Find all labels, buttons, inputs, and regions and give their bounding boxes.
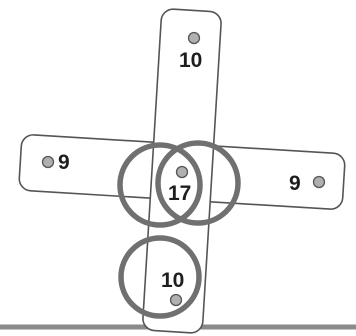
right-number: 9 bbox=[289, 173, 301, 194]
bottom-number: 10 bbox=[161, 270, 184, 291]
left-number: 9 bbox=[58, 152, 70, 173]
top-dot bbox=[189, 33, 200, 44]
left-dot bbox=[43, 157, 54, 168]
center-dot bbox=[177, 167, 188, 178]
right-dot bbox=[314, 177, 325, 188]
top-number: 10 bbox=[179, 50, 202, 71]
bottom-dot bbox=[171, 295, 182, 306]
center-number: 17 bbox=[168, 183, 191, 204]
